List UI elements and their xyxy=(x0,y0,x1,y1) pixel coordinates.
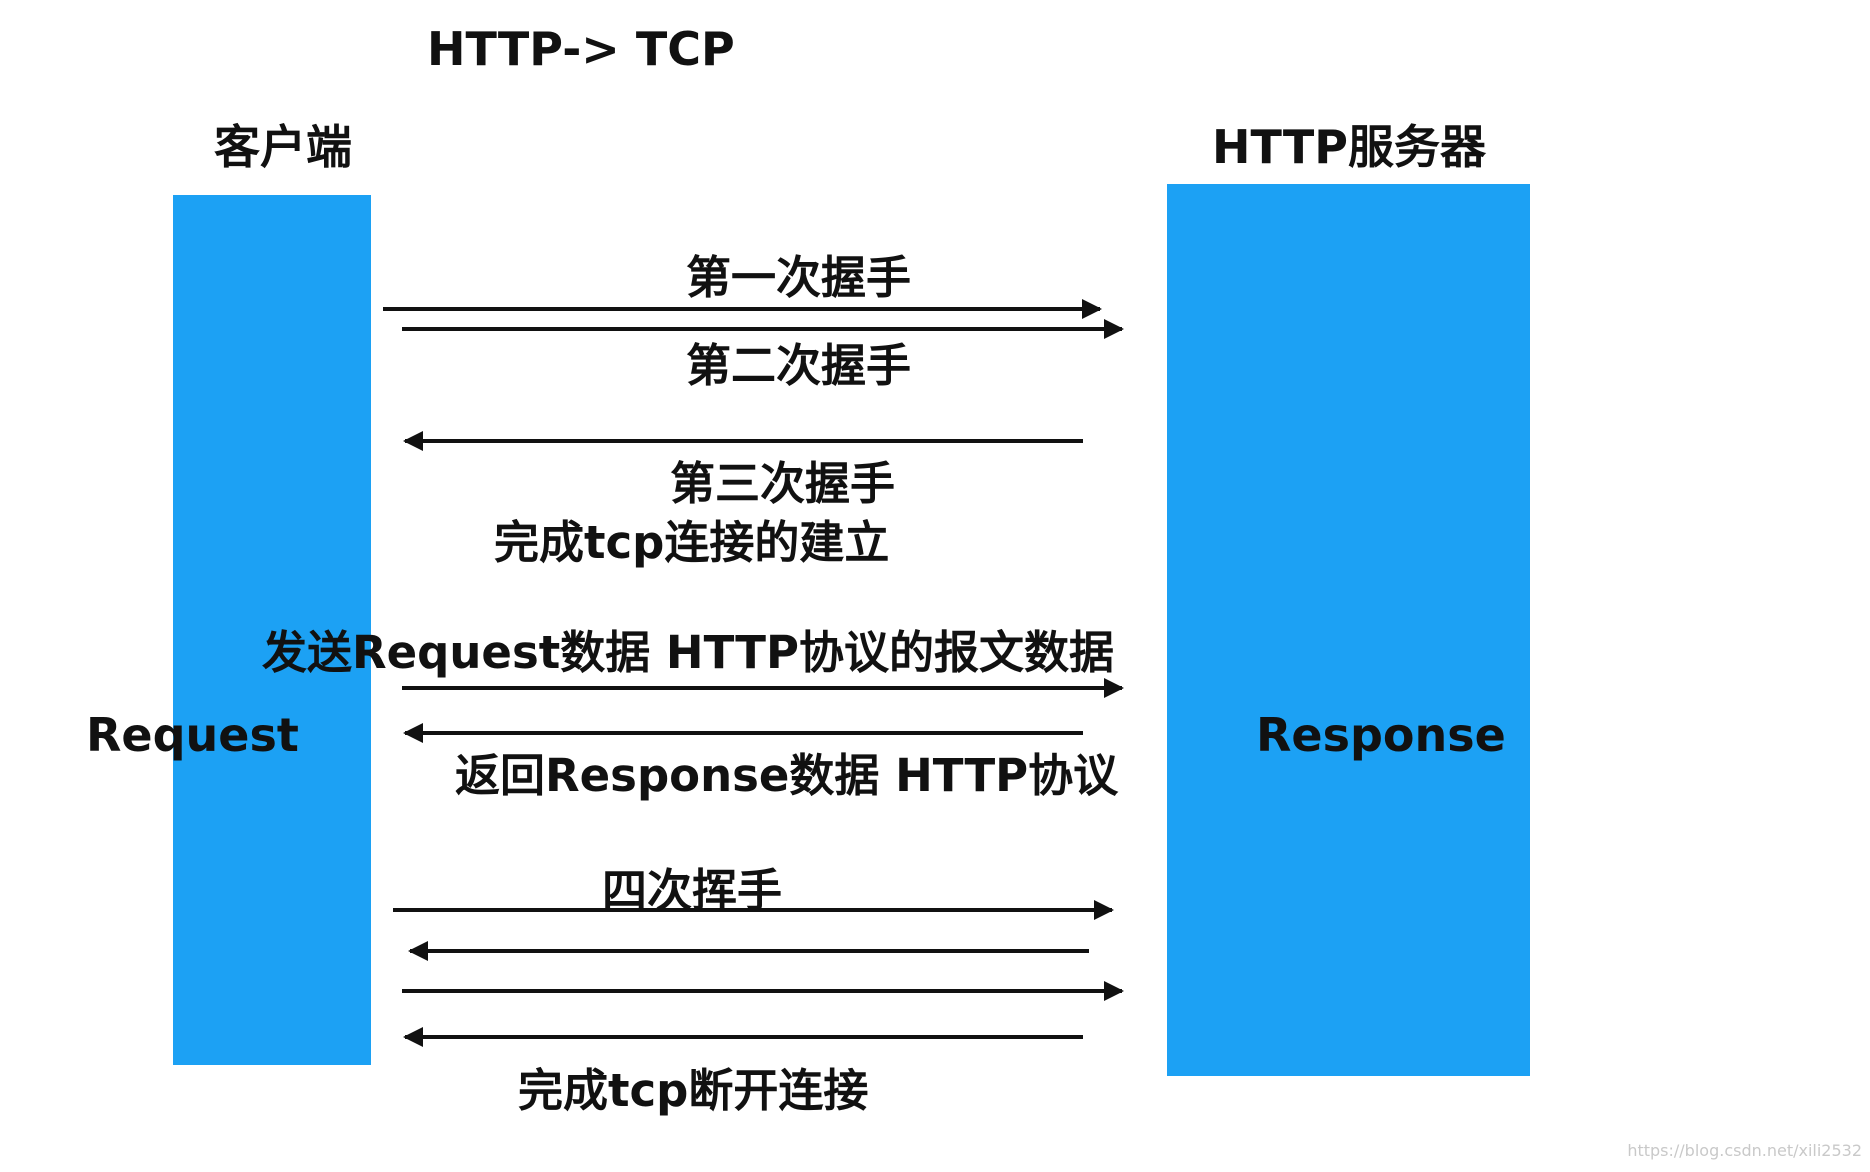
watermark: https://blog.csdn.net/xili2532 xyxy=(1627,1141,1862,1160)
request-message-label: 发送Request数据 HTTP协议的报文数据 xyxy=(262,626,1114,679)
handshake-1-label: 第一次握手 xyxy=(686,251,912,304)
request-side-label: Request xyxy=(86,708,299,762)
diagram-title: HTTP-> TCP xyxy=(427,22,735,76)
server-box xyxy=(1167,184,1530,1076)
wave-label: 四次挥手 xyxy=(602,864,783,917)
client-box xyxy=(173,195,371,1065)
response-side-label: Response xyxy=(1256,708,1506,762)
server-label: HTTP服务器 xyxy=(1212,120,1487,174)
handshake-2-label: 第二次握手 xyxy=(686,339,912,392)
handshake-3-label: 第三次握手 xyxy=(670,457,896,510)
response-message-label: 返回Response数据 HTTP协议 xyxy=(455,749,1119,802)
handshake-done-label: 完成tcp连接的建立 xyxy=(494,516,890,569)
wave-done-label: 完成tcp断开连接 xyxy=(518,1064,869,1117)
client-label: 客户端 xyxy=(214,120,352,174)
